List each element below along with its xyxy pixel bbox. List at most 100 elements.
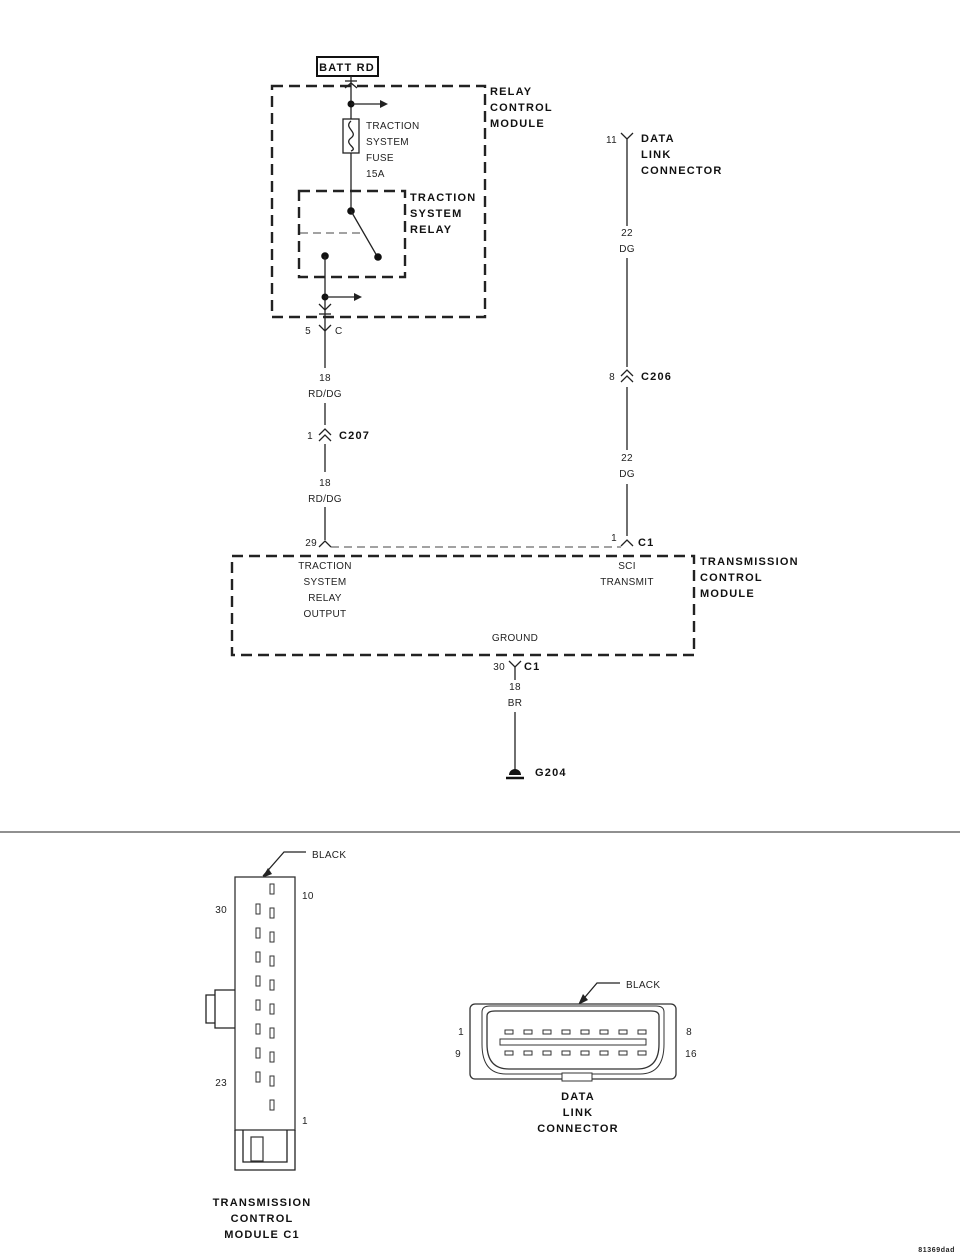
traction-system-relay-label: TRACTION SYSTEM RELAY [410,192,476,236]
dlc-connector-view: BLACK 1 8 9 16 [455,980,697,1082]
svg-text:SYSTEM: SYSTEM [410,208,462,220]
svg-text:RELAY: RELAY [308,593,342,604]
tcm-c1-pin-cavity [269,1099,275,1111]
svg-text:BLACK: BLACK [626,980,660,991]
svg-text:CONNECTOR: CONNECTOR [641,165,723,177]
svg-text:1: 1 [458,1027,464,1038]
svg-text:30: 30 [215,905,227,916]
tcm-c1-pin-cavity [269,1003,275,1015]
dlc-pin-cavity [504,1050,514,1056]
tcm-c1-pin-cavity [269,979,275,991]
svg-text:SCI: SCI [618,561,636,572]
svg-text:CONTROL: CONTROL [490,102,553,114]
c207-connector: 1 C207 [307,428,370,442]
tcm-pin-29: 29 [305,538,332,549]
svg-text:DATA: DATA [561,1091,595,1103]
svg-text:RD/DG: RD/DG [308,389,342,400]
dlc-pin-cavity [523,1029,533,1035]
svg-text:SYSTEM: SYSTEM [304,577,347,588]
dlc-pin-cavity [523,1050,533,1056]
tcm-pin-1-c1: 1 C1 [611,533,654,549]
wire-left-lower-label: 18 RD/DG [308,478,341,505]
svg-text:TRACTION: TRACTION [298,561,352,572]
wire-right-lower-label: 22 DG [619,453,635,480]
svg-text:22: 22 [621,453,633,464]
svg-text:C1: C1 [524,661,540,673]
svg-text:15A: 15A [366,169,385,180]
wire-left-upper-label: 18 RD/DG [308,373,342,400]
dlc-pin-cavity [637,1029,647,1035]
svg-text:29: 29 [305,538,317,549]
svg-text:DG: DG [619,469,635,480]
svg-text:23: 23 [215,1078,227,1089]
fuse-symbol [342,118,360,154]
svg-text:1: 1 [307,431,313,442]
svg-text:DG: DG [619,244,635,255]
tcm-c1-pin-cavity [269,1051,275,1063]
svg-text:BR: BR [508,698,523,709]
dlc-pin-cavity [561,1050,571,1056]
tcm-c1-connector-view: BLACK 30 10 23 1 [205,850,346,1171]
svg-text:RELAY: RELAY [410,224,452,236]
ground-icon [506,769,524,780]
tcm-c1-pin-cavity [269,931,275,943]
wire-right-upper-label: 22 DG [619,228,635,255]
tcm-c1-pin-cavity [269,907,275,919]
svg-text:CONTROL: CONTROL [700,572,763,584]
svg-text:18: 18 [319,373,331,384]
g204-label: G204 [535,767,567,779]
svg-text:18: 18 [509,682,521,693]
svg-text:TRACTION: TRACTION [410,192,476,204]
tcm-c1-pin-cavity [269,1027,275,1039]
svg-text:C207: C207 [339,430,370,442]
svg-text:CONTROL: CONTROL [231,1213,294,1225]
dlc-pin-cavity [580,1029,590,1035]
tcm-c1-pin-cavity [269,955,275,967]
c206-connector: 8 C206 [609,369,671,383]
svg-text:TRANSMIT: TRANSMIT [600,577,654,588]
svg-text:C: C [335,326,343,337]
tcm-c1-pin-cavity [255,927,261,939]
tcm-c1-pin-cavity [269,883,275,895]
ground-label: GROUND [492,633,538,644]
tcm-c1-pin-cavity [255,975,261,987]
tcm-c1-pin-cavity [255,1071,261,1083]
dlc-pin-cavity [637,1050,647,1056]
svg-text:9: 9 [455,1049,461,1060]
data-link-connector-label: DATA LINK CONNECTOR [641,133,723,177]
dlc-pin-cavity [599,1029,609,1035]
tcm-pin-30-c1: 30 C1 [493,660,540,673]
svg-text:5: 5 [305,326,311,337]
svg-text:22: 22 [621,228,633,239]
dlc-pin-cavity [599,1050,609,1056]
dlc-pin-11: 11 [606,132,634,146]
tcm-c1-pin-cavity [269,1075,275,1087]
svg-text:C1: C1 [638,537,654,549]
relay-control-module-label: RELAY CONTROL MODULE [490,86,553,130]
tcm-c1-pin-cavities [255,883,275,1111]
svg-text:RELAY: RELAY [490,86,532,98]
dlc-title: DATA LINK CONNECTOR [537,1091,619,1135]
traction-system-relay-box [297,189,407,279]
svg-text:8: 8 [686,1027,692,1038]
svg-text:16: 16 [685,1049,697,1060]
dlc-pin-cavity [618,1050,628,1056]
svg-text:18: 18 [319,478,331,489]
svg-text:TRANSMISSION: TRANSMISSION [213,1197,312,1209]
batt-rd-label: BATT RD [319,62,375,74]
svg-text:10: 10 [302,891,314,902]
traction-system-relay-output-label: TRACTION SYSTEM RELAY OUTPUT [298,561,352,620]
tcm-c1-pin-cavity [255,1047,261,1059]
svg-text:1: 1 [611,533,617,544]
dlc-pin-cavity [542,1050,552,1056]
tcm-c1-pin-cavity [255,903,261,915]
svg-text:30: 30 [493,662,505,673]
transmission-control-module-box [230,554,696,657]
svg-text:CONNECTOR: CONNECTOR [537,1123,619,1135]
svg-text:FUSE: FUSE [366,153,394,164]
dlc-pin-cavity [561,1029,571,1035]
sci-transmit-label: SCI TRANSMIT [600,561,654,588]
svg-text:SYSTEM: SYSTEM [366,137,409,148]
svg-text:8: 8 [609,372,615,383]
